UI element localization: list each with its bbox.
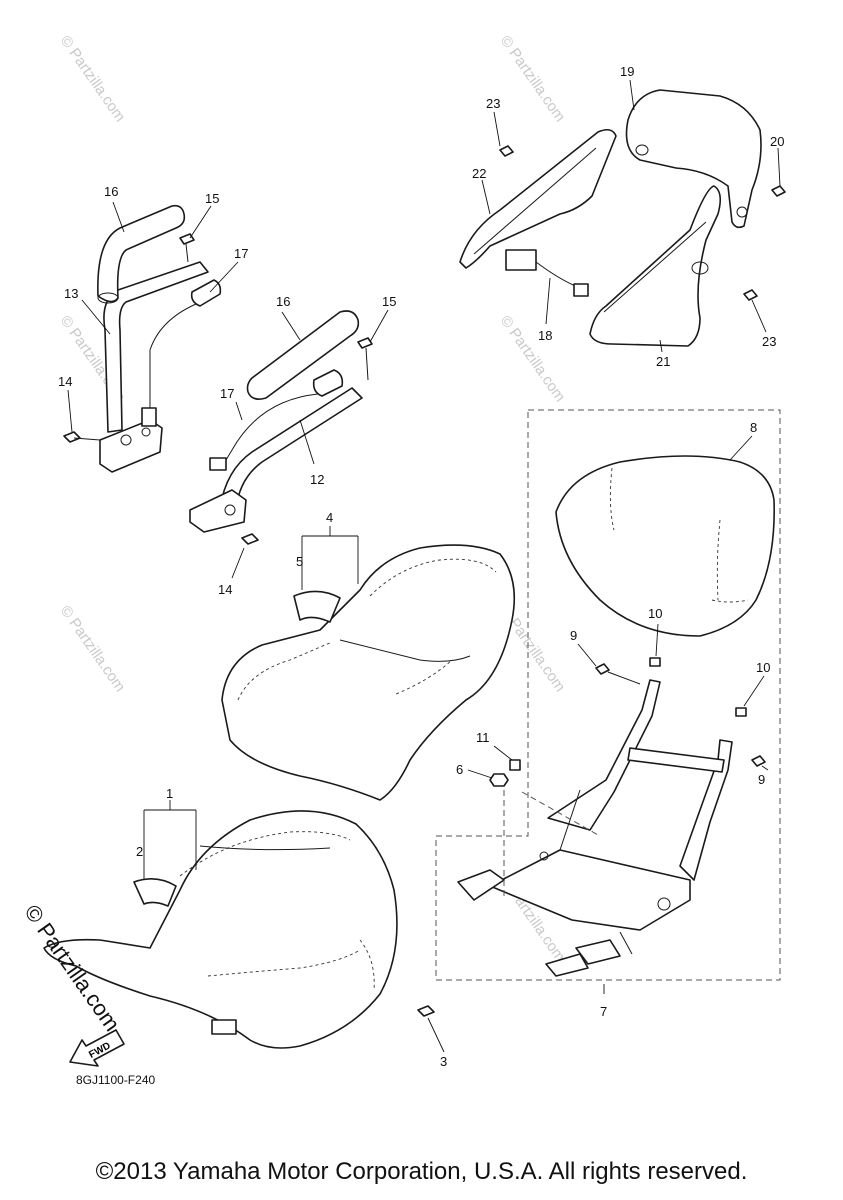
parts-diagram: © Partzilla.com © Partzilla.com © Partzi… <box>43 33 786 1069</box>
callout-5[interactable]: 5 <box>296 554 303 569</box>
leader-lines <box>67 79 781 1053</box>
callout-19[interactable]: 19 <box>620 64 634 79</box>
fwd-arrow-icon: FWD <box>69 1029 125 1067</box>
callout-16[interactable]: 16 <box>276 294 290 309</box>
callout-15[interactable]: 15 <box>382 294 396 309</box>
bolt-10-upper[interactable] <box>649 657 661 667</box>
callout-21[interactable]: 21 <box>656 354 670 369</box>
callout-13[interactable]: 13 <box>64 286 78 301</box>
right-grip-16[interactable] <box>246 310 360 400</box>
bolt-10-lower[interactable] <box>735 707 747 717</box>
callout-7[interactable]: 7 <box>600 1004 607 1019</box>
seat-cover-2[interactable] <box>133 878 177 907</box>
left-wire-17[interactable] <box>141 279 222 427</box>
side-cover-21[interactable] <box>589 185 722 347</box>
callout-4[interactable]: 4 <box>326 510 333 525</box>
callout-16[interactable]: 16 <box>104 184 118 199</box>
bolt-15-left[interactable] <box>179 233 195 263</box>
callout-3[interactable]: 3 <box>440 1054 447 1069</box>
bolt-11[interactable] <box>509 759 521 771</box>
bolt-14-right[interactable] <box>241 533 259 545</box>
callout-22[interactable]: 22 <box>472 166 486 181</box>
backrest-frame-7[interactable] <box>457 679 733 977</box>
bolt-15-right[interactable] <box>357 337 373 381</box>
bolt-3[interactable] <box>417 1005 435 1017</box>
rear-seat-4[interactable] <box>221 544 516 801</box>
callout-14[interactable]: 14 <box>58 374 72 389</box>
copyright-footer: ©2013 Yamaha Motor Corporation, U.S.A. A… <box>95 1158 748 1185</box>
callout-8[interactable]: 8 <box>750 420 757 435</box>
callout-2[interactable]: 2 <box>136 844 143 859</box>
callout-6[interactable]: 6 <box>456 762 463 777</box>
rear-cowling-19[interactable] <box>625 89 762 229</box>
callout-17[interactable]: 17 <box>234 246 248 261</box>
seat-cover-5[interactable] <box>293 590 341 623</box>
side-cover-22[interactable] <box>459 128 617 269</box>
nut-6[interactable] <box>489 773 509 787</box>
callout-11[interactable]: 11 <box>476 730 490 745</box>
bolt-9-lower[interactable] <box>751 755 766 767</box>
bolt-20[interactable] <box>771 185 786 197</box>
watermark-text: © Partzilla.com <box>57 33 129 126</box>
front-seat-1[interactable] <box>43 810 398 1049</box>
callout-9[interactable]: 9 <box>570 628 577 643</box>
callout-14[interactable]: 14 <box>218 582 232 597</box>
bolt-23-upper[interactable] <box>499 145 514 157</box>
bolt-14-left[interactable] <box>63 431 101 443</box>
left-grip-16[interactable] <box>97 204 186 304</box>
callout-labels: 16 15 17 13 14 16 15 17 12 14 4 5 23 22 … <box>58 64 784 1069</box>
bolt-9-upper[interactable] <box>595 663 641 685</box>
watermark-text: © Partzilla.com <box>57 603 129 696</box>
callout-9[interactable]: 9 <box>758 772 765 787</box>
callout-1[interactable]: 1 <box>166 786 173 801</box>
callout-10[interactable]: 10 <box>648 606 662 621</box>
callout-17[interactable]: 17 <box>220 386 234 401</box>
callout-23[interactable]: 23 <box>486 96 500 111</box>
callout-12[interactable]: 12 <box>310 472 324 487</box>
switch-18[interactable] <box>505 249 589 297</box>
callout-20[interactable]: 20 <box>770 134 784 149</box>
bolt-23-lower[interactable] <box>743 289 758 301</box>
frame-dashed-box <box>435 409 781 981</box>
callout-18[interactable]: 18 <box>538 328 552 343</box>
callout-23[interactable]: 23 <box>762 334 776 349</box>
callout-15[interactable]: 15 <box>205 191 219 206</box>
callout-10[interactable]: 10 <box>756 660 770 675</box>
watermark-text: © Partzilla.com <box>497 313 569 406</box>
right-grab-rail[interactable] <box>189 387 363 533</box>
diagram-code: 8GJ1100-F240 <box>76 1073 156 1087</box>
watermark-text: © Partzilla.com <box>497 33 569 126</box>
backrest-8[interactable] <box>555 455 775 637</box>
right-wire-17[interactable] <box>209 369 344 471</box>
